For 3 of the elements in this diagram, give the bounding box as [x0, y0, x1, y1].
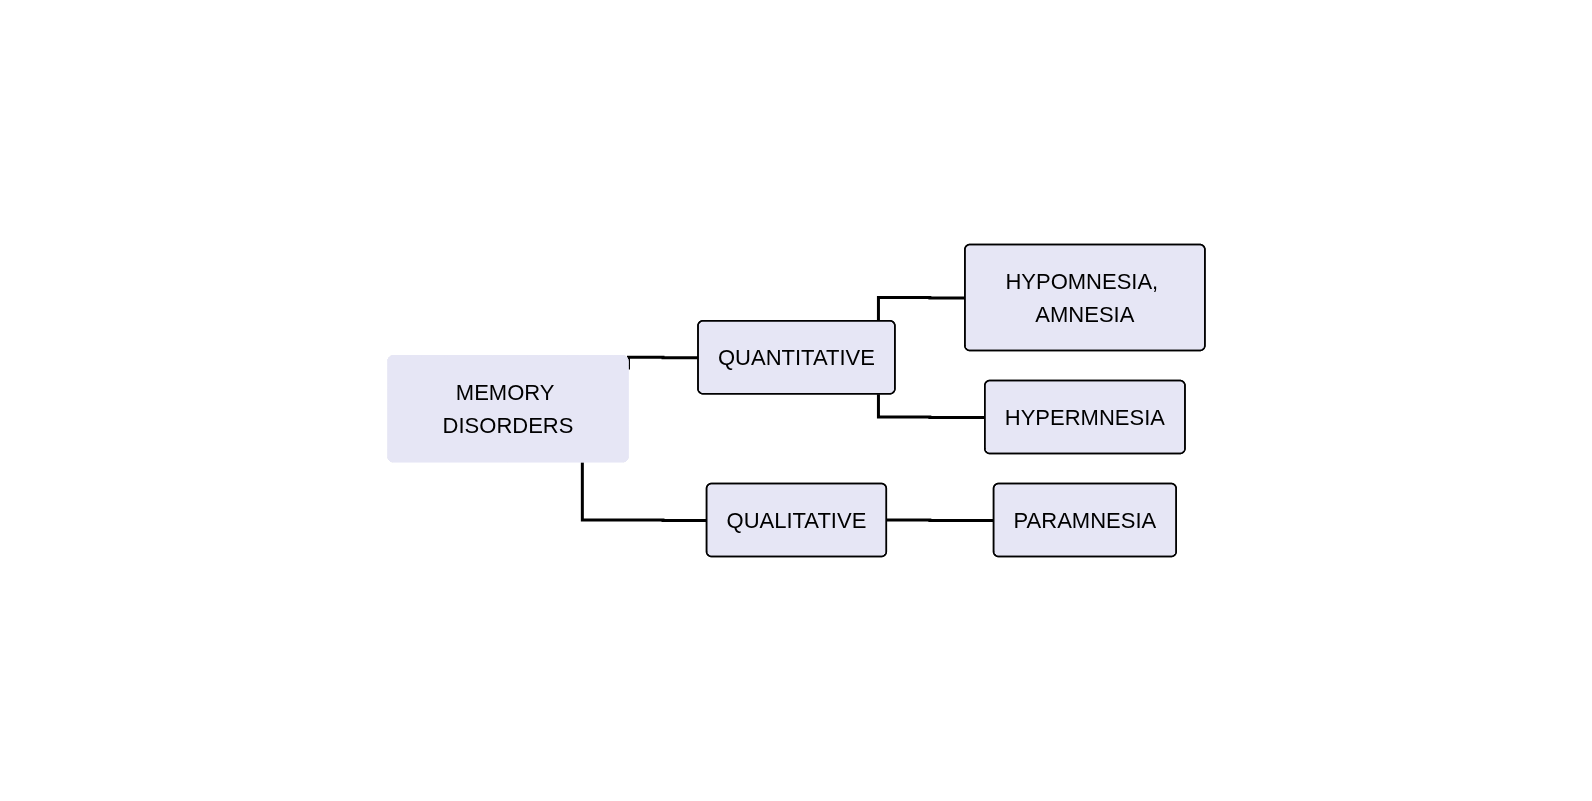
- connector: [876, 394, 985, 419]
- connector: [876, 296, 965, 322]
- connector: [580, 462, 707, 522]
